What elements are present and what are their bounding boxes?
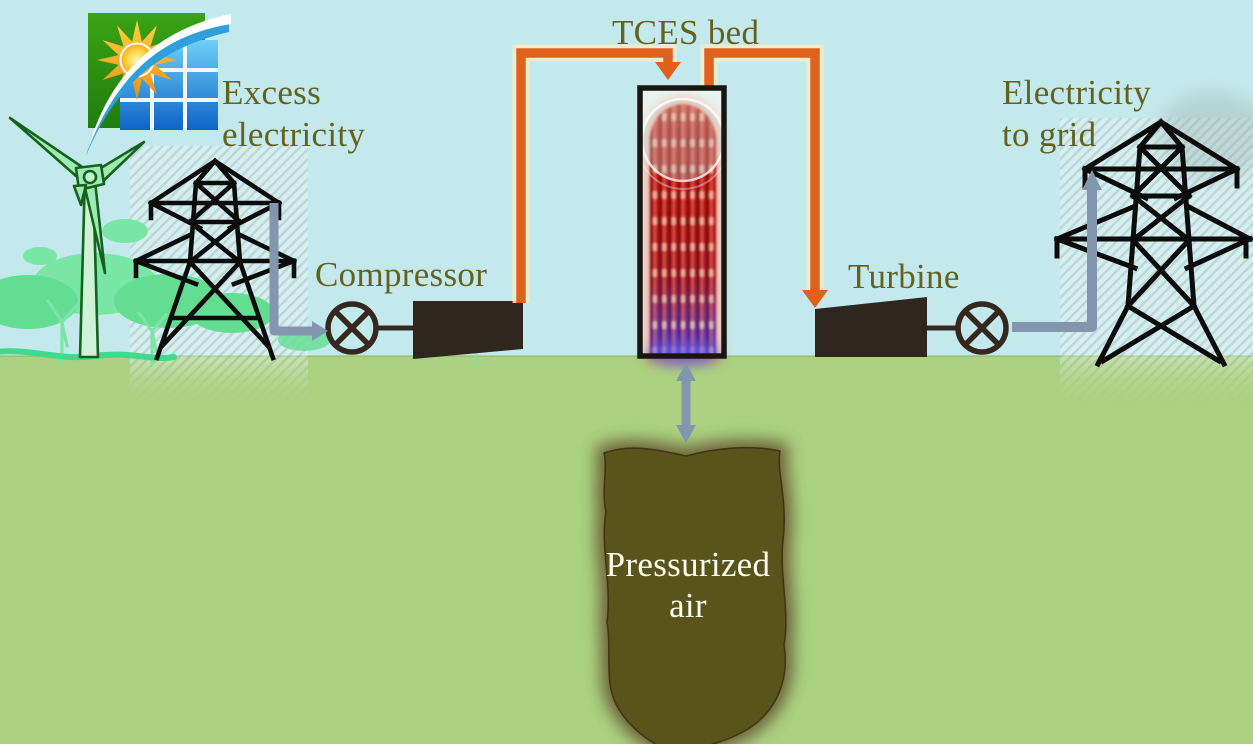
turbine-hub [82,169,98,185]
cavern-body [603,446,787,744]
pressurized-air-cavern [594,439,794,744]
electricity-arrow-in [269,203,312,336]
motor-cross [333,309,371,347]
label-electricity-to-grid: Electricity to grid [1002,72,1151,156]
bush [23,247,57,265]
bed-rod-stripes [650,104,716,357]
generator-symbol-icon [955,301,1009,355]
arrow-head-up-icon [1082,170,1102,190]
motor-symbol-icon [325,301,379,355]
solar-wind-logo [86,13,231,156]
electricity-arrow-out [1012,188,1097,332]
compressor-body [413,301,523,359]
turbine-nacelle-tail [72,183,88,207]
pipe-arrow-down-icon [802,290,828,308]
turbine-body [815,297,927,357]
hot-air-pipes [512,44,828,308]
label-turbine: Turbine [848,257,960,296]
label-line: Electricity [1002,73,1152,112]
arrow-head-down-icon [676,425,696,443]
tces-vessel-icon [637,85,727,366]
electricity-lines [269,170,1102,341]
label-line: Pressurized [605,545,771,584]
label-line: electricity [222,115,366,154]
glass-dome-ring [643,98,723,190]
compressor-icon [325,301,523,359]
label-line: air [669,586,707,625]
wind-turbine-icon [8,116,146,359]
arrow-head-up-icon [676,363,696,381]
air-exchange-arrow [676,363,696,443]
arrow-head-right-icon [312,321,328,341]
pipe-arrow-down-icon [655,62,681,80]
glass-dome-icon [643,97,723,183]
bush [102,219,148,243]
transmission-tower-left [132,157,298,361]
pylon-lattice [132,157,298,361]
label-tces-bed: TCES bed [612,13,760,52]
label-line: Excess [222,73,321,112]
generator-cross [963,309,1001,347]
label-compressor: Compressor [315,255,488,294]
logo-swoosh-blue [86,20,229,156]
hot-air-pipe-charge [516,48,673,303]
label-line: to grid [1002,115,1097,154]
vessel-border [637,85,727,359]
turbine-icon [815,297,1009,357]
label-excess-electricity: Excess electricity [222,72,365,156]
hot-air-pipe-discharge [704,48,820,292]
small-turbine [137,311,168,366]
small-turbine [46,299,80,364]
label-pressurized-air: Pressurized air [606,544,771,626]
